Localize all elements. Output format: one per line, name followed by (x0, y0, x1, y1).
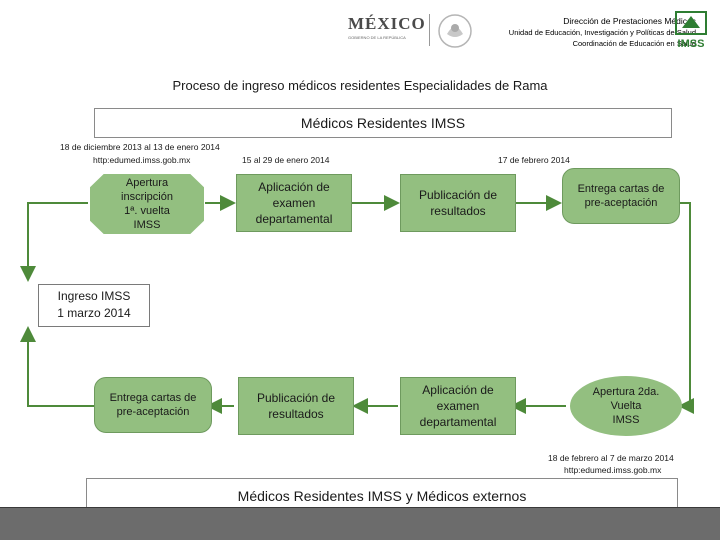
footer-divider (0, 507, 720, 508)
node-text-line: Aplicación de (422, 383, 494, 397)
node-text-line: resultados (430, 204, 486, 218)
node-text-line: examen (272, 196, 316, 210)
date-label-3: 17 de febrero 2014 (498, 155, 570, 165)
date-label-4a: 18 de febrero al 7 de marzo 2014 (548, 453, 674, 463)
node-text-line: 1ª. vuelta (124, 205, 170, 217)
ingreso-line-2: 1 marzo 2014 (57, 306, 131, 320)
arrow-to-ingreso (20, 326, 94, 407)
date-label-1b: http:edumed.imss.gob.mx (93, 155, 191, 165)
node-text-line: IMSS (133, 219, 161, 231)
mexico-logo: MÉXICO GOBIERNO DE LA REPÚBLICA (348, 14, 428, 48)
node-text-line: Apertura 2da. (592, 386, 660, 398)
header-line-3: Coordinación de Educación en Salud (572, 39, 696, 48)
date-label-2: 15 al 29 de enero 2014 (242, 155, 330, 165)
arrow-r1-to-ingreso (20, 202, 88, 282)
node-aplicacion-examen-1: Aplicación de examen departamental (236, 174, 352, 232)
node-text-line: pre-aceptación (584, 197, 658, 209)
node-text-line: examen (436, 399, 480, 413)
node-text-line: IMSS (612, 414, 640, 426)
date-label-1a: 18 de diciembre 2013 al 13 de enero 2014 (60, 142, 220, 152)
node-text-line: Aplicación de (258, 180, 330, 194)
bottom-group-bar: Médicos Residentes IMSS y Médicos extern… (86, 478, 678, 510)
node-publicacion-resultados-1: Publicación de resultados (400, 174, 516, 232)
node-text-line: resultados (268, 407, 324, 421)
mexico-logo-text: MÉXICO (348, 14, 426, 33)
page-title: Proceso de ingreso médicos residentes Es… (172, 78, 548, 93)
node-apertura-1a-vuelta: Apertura inscripción 1ª. vuelta IMSS (90, 174, 204, 234)
node-text-line: Publicación de (418, 188, 498, 202)
node-aplicacion-examen-2: Aplicación de examen departamental (400, 377, 516, 435)
node-text-line: Publicación de (256, 391, 336, 405)
node-entrega-cartas-1: Entrega cartas de pre-aceptación (562, 168, 680, 224)
mexico-seal-icon (436, 12, 474, 50)
top-group-bar: Médicos Residentes IMSS (94, 108, 672, 138)
node-text-line: Vuelta (610, 400, 642, 412)
node-apertura-2da-vuelta: Apertura 2da. Vuelta IMSS (570, 376, 682, 436)
node-text-line: inscripción (121, 191, 173, 203)
node-text-line: pre-aceptación (116, 406, 190, 418)
ingreso-imss-box: Ingreso IMSS 1 marzo 2014 (38, 284, 150, 327)
arrow-r1-to-r2 (678, 202, 694, 414)
node-text-line: Apertura (125, 177, 169, 189)
imss-logo-text: IMSS (678, 38, 705, 50)
node-text-line: Entrega cartas de (109, 392, 197, 404)
mexico-logo-subtext: GOBIERNO DE LA REPÚBLICA (348, 35, 406, 40)
header-line-1: Dirección de Prestaciones Médicas (563, 16, 696, 26)
date-label-4b: http:edumed.imss.gob.mx (564, 465, 662, 475)
node-text-line: departamental (419, 415, 497, 429)
node-publicacion-resultados-2: Publicación de resultados (238, 377, 354, 435)
header-divider (429, 14, 430, 46)
node-text-line: Entrega cartas de (577, 183, 665, 195)
footer-band (0, 508, 720, 540)
ingreso-line-1: Ingreso IMSS (57, 289, 131, 303)
header-line-2: Unidad de Educación, Investigación y Pol… (508, 28, 696, 37)
node-text-line: departamental (255, 212, 333, 226)
node-entrega-cartas-2: Entrega cartas de pre-aceptación (94, 377, 212, 433)
header-text-block: Dirección de Prestaciones Médicas Unidad… (509, 16, 696, 49)
imss-eagle-icon: IMSS (674, 10, 708, 50)
